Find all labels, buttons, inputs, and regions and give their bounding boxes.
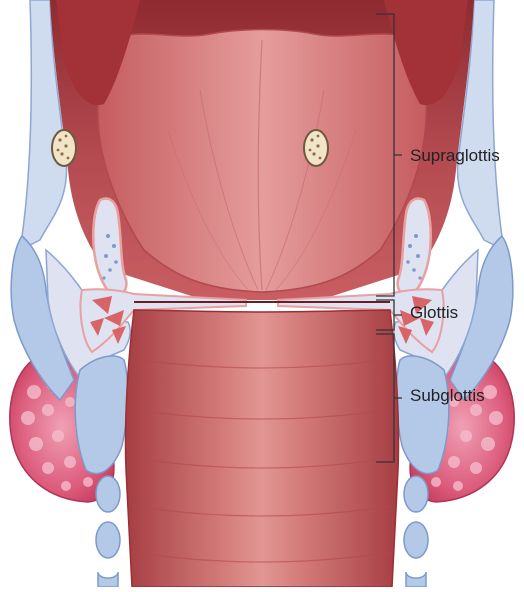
hyoid-bone-right	[304, 130, 328, 166]
tracheal-rings-left	[96, 476, 120, 587]
supraglottis-label: Supraglottis	[410, 146, 500, 166]
hyoid-bone-left	[52, 130, 76, 166]
subglottic-airway	[125, 310, 398, 587]
epiglottis	[98, 30, 426, 293]
tracheal-rings-right	[404, 476, 428, 587]
cricoid-cartilage-left	[75, 356, 127, 474]
glottis-label: Glottis	[410, 303, 458, 323]
cricoid-cartilage-right	[396, 356, 448, 474]
subglottis-label: Subglottis	[410, 386, 485, 406]
